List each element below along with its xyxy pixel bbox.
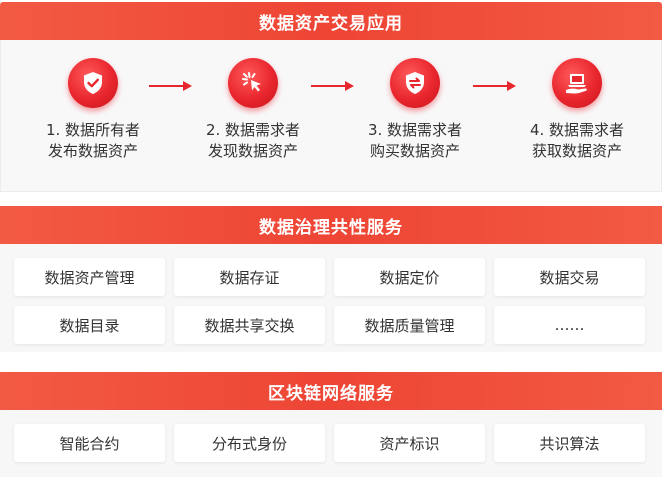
asset-trading-flow: 1. 数据所有者 发布数据资产 2. 数据需求者 发现数 [0, 40, 662, 192]
section-title-governance: 数据治理共性服务 [0, 206, 662, 244]
arrow-right-icon [311, 81, 354, 91]
service-tile: 分布式身份 [174, 424, 325, 462]
step-3-line2: 购买数据资产 [369, 142, 460, 160]
governance-services: 数据资产管理 数据存证 数据定价 数据交易 数据目录 数据共享交换 数据质量管理… [0, 244, 662, 352]
shield-exchange-icon [385, 53, 445, 113]
step-1-line1: 1. 数据所有者 [45, 121, 141, 139]
step-3-label: 3. 数据需求者 购买数据资产 [368, 120, 462, 162]
service-tile: 数据共享交换 [174, 306, 325, 344]
service-tile: 数据存证 [174, 258, 325, 296]
step-4: 4. 数据需求者 获取数据资产 [502, 53, 652, 162]
laptop-hand-icon [547, 53, 607, 113]
blockchain-services: 智能合约 分布式身份 资产标识 共识算法 [0, 410, 662, 477]
step-2-line1: 2. 数据需求者 [205, 121, 301, 139]
service-tile: 数据交易 [494, 258, 645, 296]
step-1-label: 1. 数据所有者 发布数据资产 [46, 120, 140, 162]
service-tile: 数据目录 [14, 306, 165, 344]
service-tile: 数据质量管理 [334, 306, 485, 344]
step-1-line2: 发布数据资产 [47, 142, 138, 160]
section-title-asset-trading: 数据资产交易应用 [0, 2, 662, 40]
service-tile: 共识算法 [494, 424, 645, 462]
service-tile: 智能合约 [14, 424, 165, 462]
service-tile: 数据定价 [334, 258, 485, 296]
service-tile: 资产标识 [334, 424, 485, 462]
step-2-label: 2. 数据需求者 发现数据资产 [206, 120, 300, 162]
cursor-click-icon [223, 53, 283, 113]
shield-check-icon [63, 53, 123, 113]
step-2-line2: 发现数据资产 [207, 142, 298, 160]
arrow-right-icon [473, 81, 516, 91]
service-tile-more: …… [494, 306, 645, 344]
service-tile: 数据资产管理 [14, 258, 165, 296]
step-4-label: 4. 数据需求者 获取数据资产 [530, 120, 624, 162]
step-4-line1: 4. 数据需求者 [529, 121, 625, 139]
arrow-right-icon [149, 81, 192, 91]
step-2: 2. 数据需求者 发现数据资产 [178, 53, 328, 162]
step-3-line1: 3. 数据需求者 [367, 121, 463, 139]
step-1: 1. 数据所有者 发布数据资产 [18, 53, 168, 162]
step-4-line2: 获取数据资产 [531, 142, 622, 160]
section-title-blockchain: 区块链网络服务 [0, 372, 662, 410]
step-3: 3. 数据需求者 购买数据资产 [340, 53, 490, 162]
